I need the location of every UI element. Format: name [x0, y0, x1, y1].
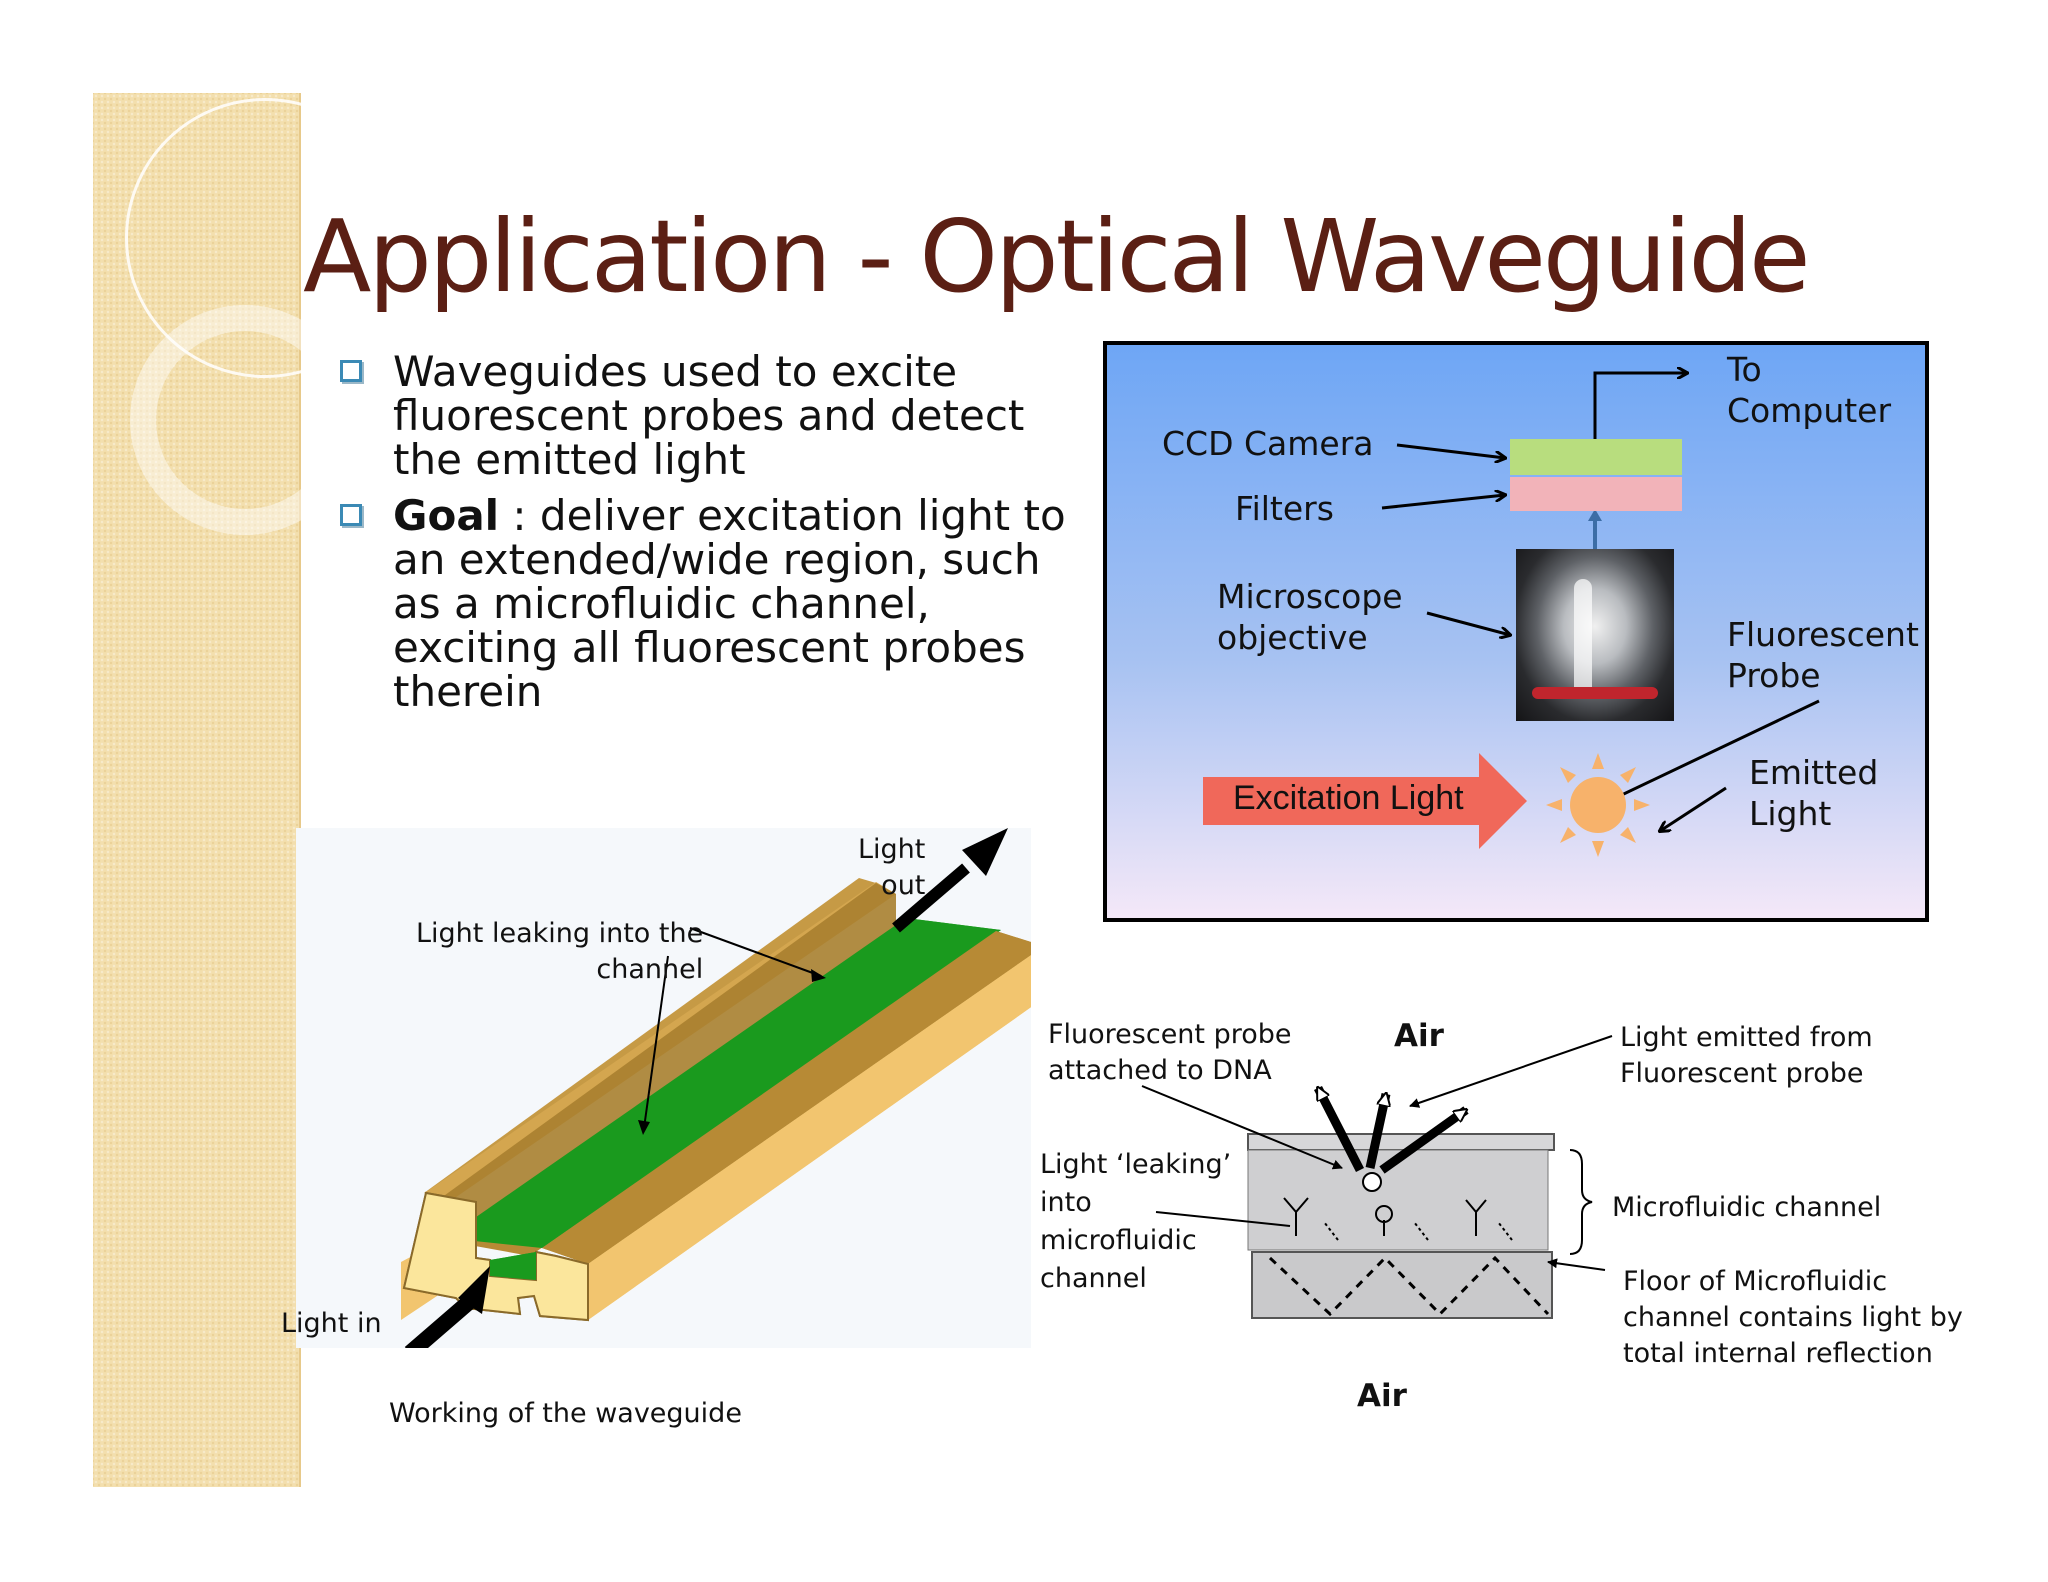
square-bullet-icon: [340, 504, 362, 526]
air-bottom-label: Air: [1357, 1378, 1407, 1414]
bullet-list: Waveguides used to excite fluorescent pr…: [333, 350, 1093, 726]
waveguide-drawing: [401, 828, 1044, 1360]
bullet-text: : deliver excitation light to an extende…: [393, 491, 1066, 716]
bullet-item-goal: Goal : deliver excitation light to an ex…: [333, 494, 1093, 714]
microscope-arrows: [1381, 345, 1820, 857]
excitation-light-arrow: Excitation Light: [1203, 753, 1531, 849]
slide-title: Application - Optical Waveguide: [303, 198, 1811, 315]
air-top-label: Air: [1394, 1018, 1444, 1054]
square-bullet-icon: [340, 360, 362, 382]
sun-icon: [1546, 753, 1650, 857]
objective-shine: [1574, 579, 1592, 699]
light-in-label: Light in: [281, 1308, 382, 1339]
ccd-camera-label: CCD Camera: [1162, 424, 1374, 463]
bullet-bold-text: Goal: [393, 491, 500, 540]
objective-red-band: [1532, 687, 1658, 699]
filter-bar: [1510, 477, 1682, 511]
bullet-item-waveguides: Waveguides used to excite fluorescent pr…: [333, 350, 1093, 482]
bullet-text: Waveguides used to excite fluorescent pr…: [393, 347, 1025, 484]
waveguide-caption: Working of the waveguide: [389, 1398, 742, 1429]
decorative-ring-medium: [130, 305, 360, 535]
ccd-camera-bar: [1510, 439, 1682, 475]
excitation-light-label: Excitation Light: [1233, 779, 1464, 817]
microscope-objective-image: [1516, 549, 1674, 721]
filters-label: Filters: [1235, 489, 1334, 528]
microfluidic-channel-label: Microfluidic channel: [1612, 1192, 1882, 1223]
